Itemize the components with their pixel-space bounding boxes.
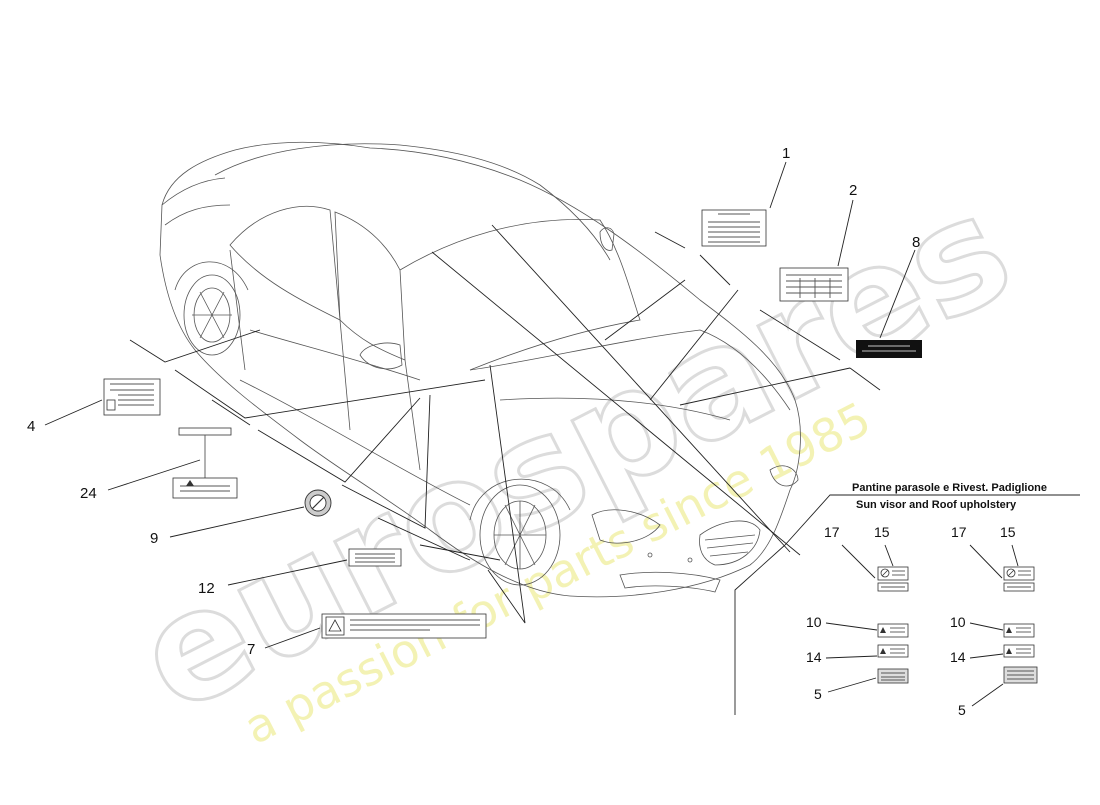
- section-title-en: Sun visor and Roof upholstery: [856, 499, 1017, 511]
- callout-8: 8: [912, 234, 920, 251]
- callout-14-left: 14: [806, 649, 822, 665]
- callout-7: 7: [247, 641, 255, 658]
- callout-10-right: 10: [950, 614, 966, 630]
- callout-14-right: 14: [950, 649, 966, 665]
- callout-9: 9: [150, 530, 158, 547]
- callout-17-left: 17: [824, 524, 840, 540]
- callout-24: 24: [80, 485, 97, 502]
- sticker-2: 2: [779, 182, 857, 302]
- visor-group-right: 17 15 10 14 5: [950, 524, 1038, 718]
- visor-group-left: 17 15 10 14 5: [806, 524, 909, 702]
- sticker-9: 9: [150, 489, 332, 547]
- watermark: eurospares a passion for parts since 198…: [111, 160, 1038, 755]
- sticker-8: 8: [856, 234, 922, 358]
- callout-15-left: 15: [874, 524, 890, 540]
- sticker-7: 7: [247, 613, 487, 658]
- callout-17-right: 17: [951, 524, 967, 540]
- car-outline: [159, 141, 801, 598]
- section-title-it: Pantine parasole e Rivest. Padiglione: [852, 482, 1047, 494]
- callout-1: 1: [782, 145, 790, 162]
- leader-lines: [129, 224, 1080, 715]
- callout-5-right: 5: [958, 702, 966, 718]
- callout-10-left: 10: [806, 614, 822, 630]
- callout-4: 4: [27, 418, 35, 435]
- callout-5-left: 5: [814, 686, 822, 702]
- watermark-brand: eurospares: [112, 161, 1036, 747]
- sticker-4: 4: [27, 378, 161, 435]
- sun-visor-panel: Pantine parasole e Rivest. Padiglione Su…: [806, 482, 1047, 718]
- sticker-24: 24: [80, 427, 238, 502]
- callout-15-right: 15: [1000, 524, 1016, 540]
- sticker-1: 1: [701, 145, 790, 247]
- callout-12: 12: [198, 580, 215, 597]
- callout-2: 2: [849, 182, 857, 199]
- sticker-12: 12: [198, 548, 402, 597]
